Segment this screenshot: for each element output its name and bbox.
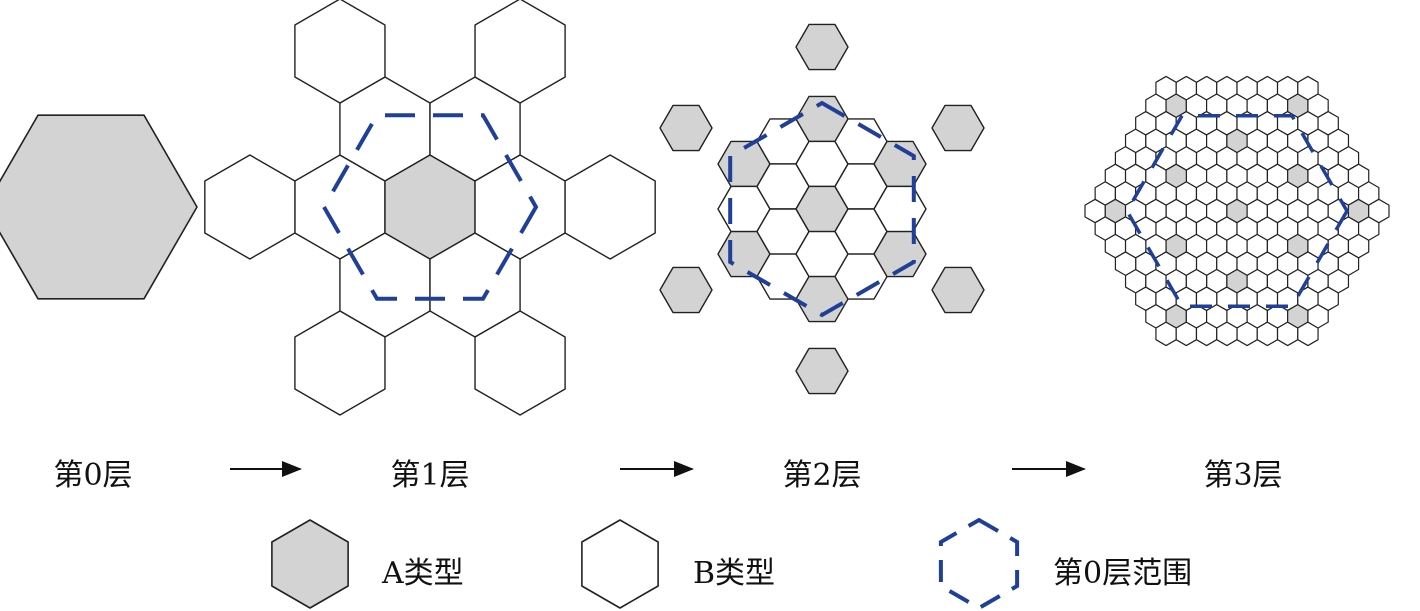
legend-boundary-label: 第0层范围: [1053, 556, 1193, 591]
legend-type-a-hexagon: [271, 519, 349, 609]
layer1-type-b-cell: [204, 154, 296, 260]
layer1-type-b-cell: [294, 0, 386, 104]
layer2-outer-type-a-cell: [931, 104, 985, 152]
layer1-type-b-cell: [474, 310, 566, 416]
layer-2-figure: [659, 23, 985, 395]
layer3-type-b-cell: [1216, 321, 1238, 347]
layer3-type-b-cell: [1327, 128, 1350, 154]
layer3-type-b-cell: [1368, 198, 1390, 224]
layer2-layer0-boundary: [728, 100, 916, 318]
legend-type-b-hexagon: [581, 519, 659, 609]
layer1-type-b-cell: [294, 310, 386, 416]
layer-0-label: 第0层: [53, 458, 133, 493]
legend-boundary-hexagon: [938, 517, 1020, 611]
layer-0-figure: [0, 114, 198, 300]
layer1-type-b-cell: [564, 154, 656, 260]
layer-1-label: 第1层: [390, 458, 470, 493]
layer2-outer-type-a-cell: [659, 266, 713, 314]
layer0-type-a-cell: [0, 114, 198, 300]
layer-2-label: 第2层: [782, 458, 862, 493]
layer1-type-b-cell: [474, 0, 566, 104]
legend: [271, 517, 1020, 611]
legend-type-a-label: A类型: [382, 556, 464, 591]
layer2-outer-type-a-cell: [931, 266, 985, 314]
layer3-type-b-cell: [1327, 268, 1350, 294]
layer1-layer0-boundary: [321, 113, 539, 301]
legend-type-b-label: B类型: [693, 556, 776, 591]
layer-3-figure: [1084, 75, 1390, 347]
layer-3-label: 第3层: [1203, 458, 1283, 493]
layer-1-figure: [204, 0, 656, 416]
layer2-outer-type-a-cell: [659, 104, 713, 152]
layer2-outer-type-a-cell: [795, 347, 849, 395]
layer3-layer0-boundary: [1124, 113, 1350, 309]
layer2-outer-type-a-cell: [795, 23, 849, 71]
